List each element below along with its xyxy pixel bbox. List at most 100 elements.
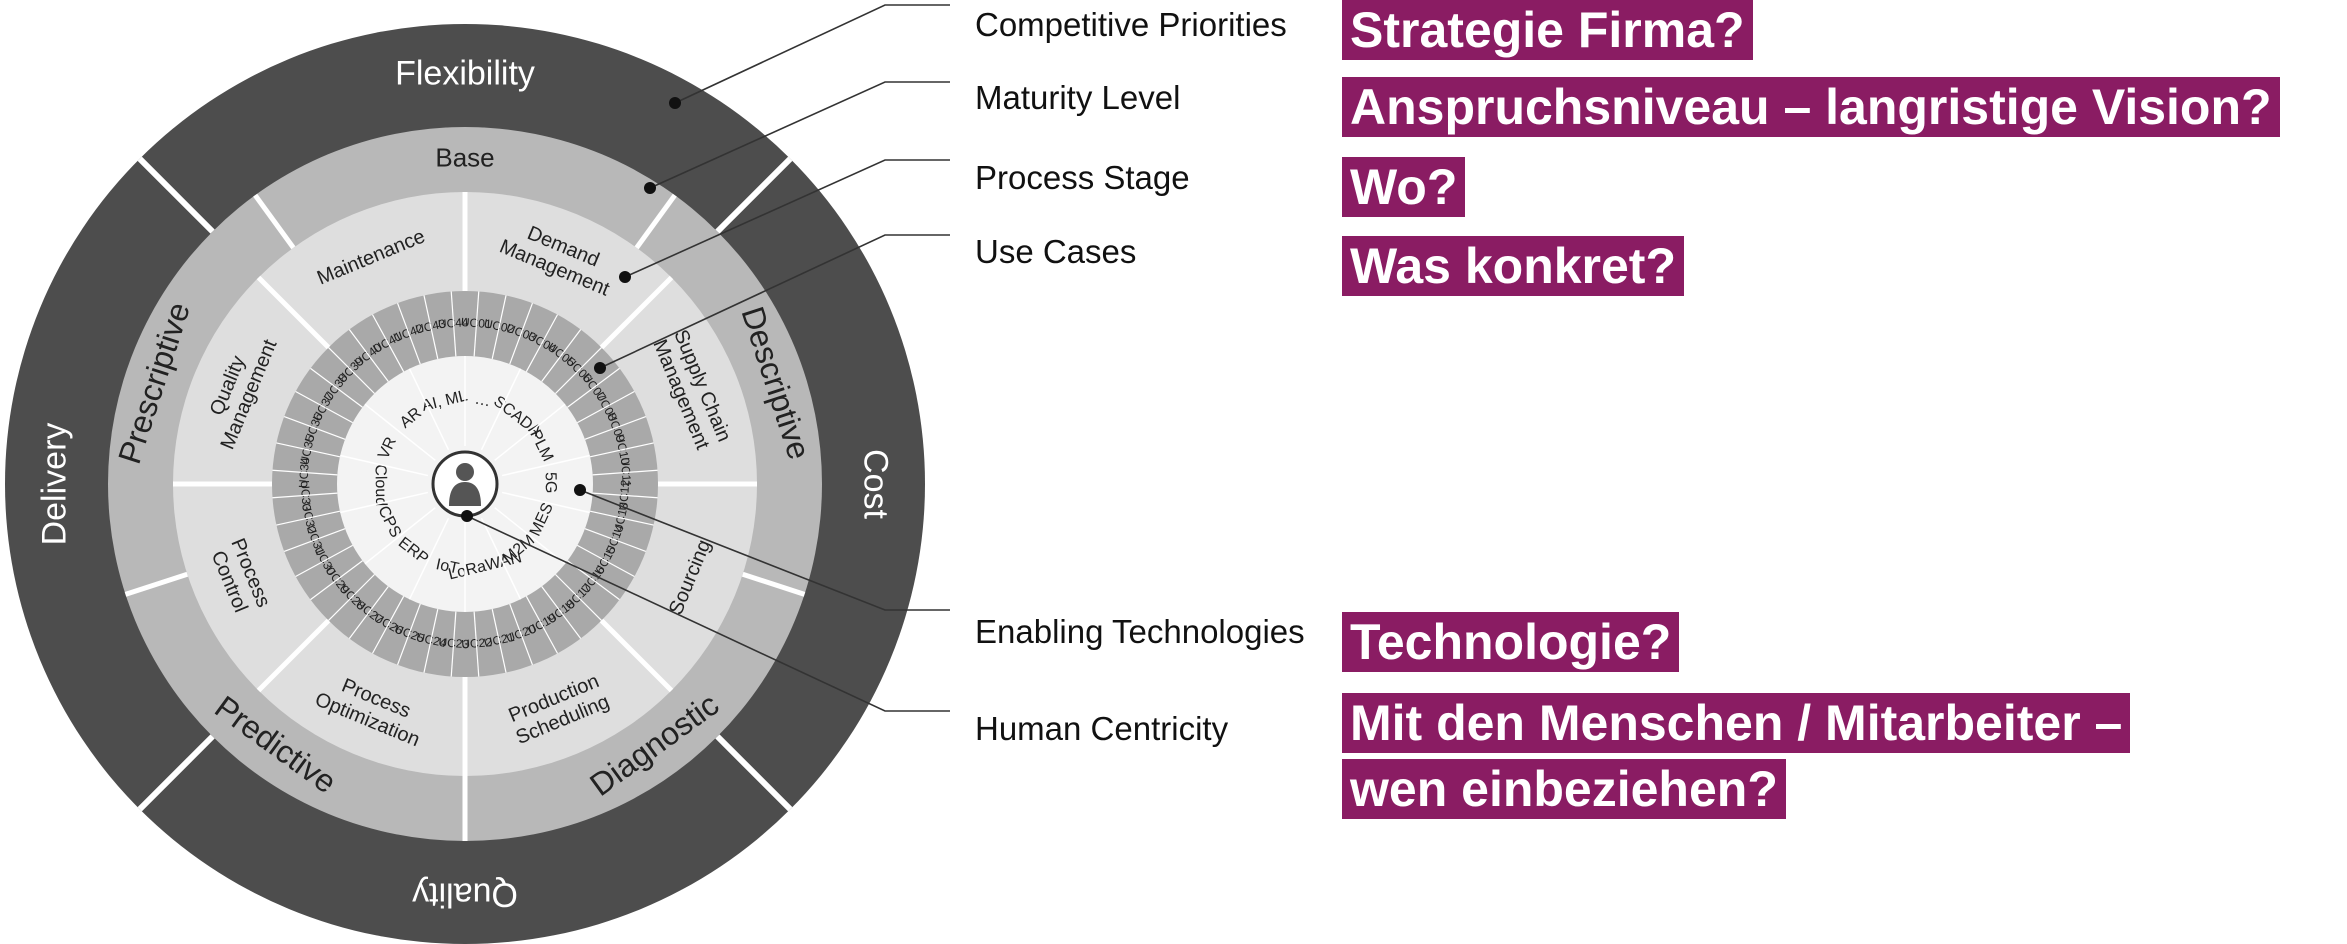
leader-lines (461, 4, 950, 712)
leader-enabling-technologies-dot (574, 484, 586, 496)
use-case-divider (328, 347, 375, 394)
tech-divider (480, 368, 522, 451)
use-case-divider (450, 291, 457, 357)
tech-divider (340, 491, 429, 514)
tech--: … (473, 391, 492, 411)
person-icon (449, 463, 481, 506)
priority-divider (715, 734, 793, 812)
priority-divider (137, 156, 215, 234)
leader-use-cases (599, 234, 950, 369)
tech-divider (364, 507, 436, 565)
question-what: Was konkret? (1342, 236, 1685, 296)
use-case-divider (328, 574, 375, 621)
leader-maturity-level-dot (644, 182, 656, 194)
label-enabling-technologies: Enabling Technologies (975, 613, 1305, 650)
use-case-divider (584, 528, 647, 553)
question-people-line1: Mit den Menschen / Mitarbeiter – (1342, 693, 2131, 753)
leader-use-cases-dot (594, 362, 606, 374)
use-case-divider (310, 560, 363, 601)
use-case-divider (310, 367, 363, 408)
use-case-divider (473, 291, 480, 357)
leader-human-centricity-dot (461, 510, 473, 522)
use-case-divider (509, 302, 534, 365)
use-case-divider (283, 415, 346, 440)
tech-divider (494, 403, 566, 461)
use-case-divider (589, 442, 654, 458)
question-where: Wo? (1342, 157, 1466, 217)
use-case-divider (450, 611, 457, 677)
stage-divider (256, 275, 331, 350)
label-process-stage: Process Stage (975, 159, 1190, 196)
leader-human-centricity (466, 515, 950, 712)
maturity-divider (634, 193, 677, 250)
priority-delivery: Delivery (35, 423, 73, 546)
use-case-divider (348, 586, 389, 639)
use-case-divider (577, 544, 635, 578)
leader-maturity-level (649, 81, 950, 189)
label-human-centricity: Human Centricity (975, 710, 1229, 747)
use-case-divider (541, 586, 582, 639)
tech-cloud: Cloud (371, 464, 389, 506)
tech-divider (340, 454, 429, 477)
use-case-divider (283, 528, 346, 553)
use-case-divider (567, 367, 620, 408)
priority-divider (137, 734, 215, 812)
use-case-divider (589, 510, 654, 526)
tech-divider (501, 454, 590, 477)
tech-iot: IoT (434, 556, 460, 577)
use-case-divider (348, 329, 389, 382)
use-case-divider (272, 469, 338, 476)
leader-competitive-priorities (674, 4, 950, 104)
priority-divider (715, 156, 793, 234)
maturity-divider (741, 571, 806, 597)
question-people-line2: wen einbeziehen? (1342, 759, 1786, 819)
label-competitive-priorities: Competitive Priorities (975, 6, 1287, 43)
priority-cost: Cost (857, 449, 895, 519)
use-case-divider (396, 302, 421, 365)
use-case-divider (525, 596, 559, 654)
use-case-divider (295, 390, 353, 424)
tech-divider (480, 517, 522, 600)
stage-divider (256, 618, 331, 693)
leader-process-stage (624, 159, 950, 278)
use-case-divider (577, 390, 635, 424)
use-case-divider (272, 492, 338, 499)
use-case-divider (491, 295, 507, 360)
use-case-divider (525, 314, 559, 372)
label-use-cases: Use Cases (975, 233, 1137, 270)
stage-divider (599, 618, 674, 693)
leader-enabling-technologies (579, 489, 950, 611)
use-case-divider (295, 544, 353, 578)
use-case-divider (276, 442, 341, 458)
use-case-divider (371, 314, 405, 372)
tech-divider (364, 403, 436, 461)
tech-5g: 5G (542, 472, 559, 494)
use-case-divider (584, 415, 647, 440)
tech-divider (501, 491, 590, 514)
use-case-divider (473, 611, 480, 677)
tech-divider (408, 368, 450, 451)
wheel: FlexibilityCostQualityDeliveryBaseDescri… (5, 24, 925, 944)
stage-divider (599, 275, 674, 350)
leader-competitive-priorities-dot (669, 97, 681, 109)
priority-quality: Quality (412, 876, 518, 914)
tech-divider (408, 517, 450, 600)
label-maturity-level: Maturity Level (975, 79, 1181, 116)
use-case-divider (592, 492, 658, 499)
use-case-divider (555, 574, 602, 621)
maturity-divider (124, 571, 189, 597)
priority-flexibility: Flexibility (395, 54, 535, 92)
use-case-divider (423, 608, 439, 673)
use-case-divider (555, 347, 602, 394)
leader-process-stage-dot (619, 271, 631, 283)
use-case-divider (509, 603, 534, 666)
maturity-divider (253, 193, 296, 250)
question-technology: Technologie? (1342, 612, 1680, 672)
maturity-base: Base (435, 142, 494, 172)
question-vision: Anspruchsniveau – langristige Vision? (1342, 77, 2280, 137)
use-case-divider (276, 510, 341, 526)
use-case-divider (371, 596, 405, 654)
use-case-divider (491, 608, 507, 673)
question-strategy: Strategie Firma? (1342, 0, 1753, 60)
